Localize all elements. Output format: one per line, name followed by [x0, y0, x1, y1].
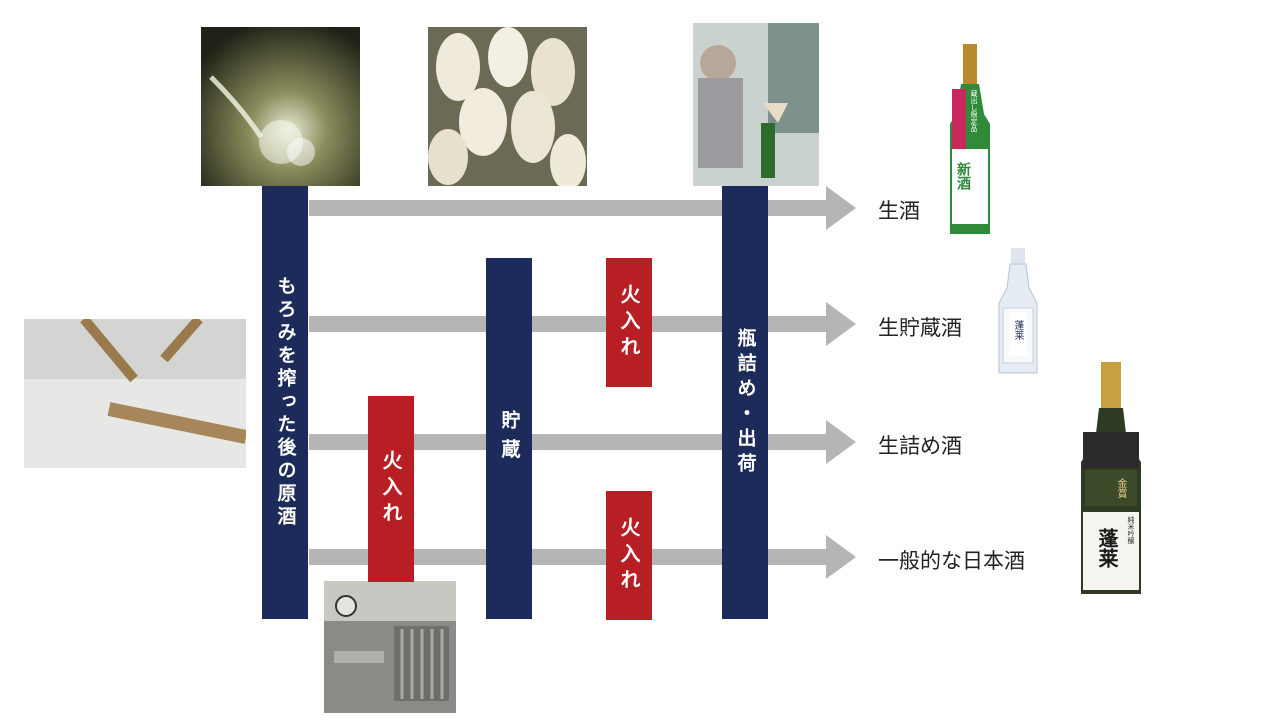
grade-label: 純米吟醸	[1127, 516, 1135, 544]
bottle-horai: 金賞 純米吟醸 蓬莱	[1075, 362, 1147, 598]
shinshu-label: 新酒	[955, 162, 971, 190]
stage-source-label: もろみを搾った後の原酒	[274, 276, 297, 529]
stage-source-bar: もろみを搾った後の原酒	[262, 186, 308, 619]
pasteurize-label-1: 火入れ	[379, 450, 403, 528]
bottle-namachozo: 蓬莱	[995, 248, 1043, 376]
stage-bottling-label: 瓶詰め・出荷	[734, 327, 757, 478]
bottling-photo	[693, 23, 819, 186]
output-namachozo: 生貯蔵酒	[878, 316, 962, 340]
horai-label: 蓬莱	[1095, 528, 1119, 568]
koji-bags-photo	[428, 27, 587, 186]
award-label: 金賞	[1115, 478, 1126, 498]
stage-storage-label: 貯蔵	[498, 409, 521, 468]
heat-exchanger-photo	[324, 581, 456, 713]
pressing-photo	[201, 27, 360, 186]
output-namazume: 生詰め酒	[878, 434, 962, 458]
namachozo-bottle-label: 蓬莱	[1012, 320, 1023, 340]
output-regular: 一般的な日本酒	[878, 549, 1025, 573]
bottle-shinshu: 新酒 蔵出し限定品	[944, 44, 996, 238]
limited-label: 蔵出し限定品	[970, 90, 978, 132]
pasteurize-label-2: 火入れ	[617, 283, 641, 362]
pasteurize-box-3: 火入れ	[606, 491, 652, 620]
output-nama: 生酒	[878, 199, 920, 223]
pasteurize-box-2: 火入れ	[606, 258, 652, 387]
stage-storage-bar: 貯蔵	[486, 258, 532, 619]
stage-bottling-bar: 瓶詰め・出荷	[722, 186, 768, 619]
rice-photo	[24, 319, 246, 468]
pasteurize-box-1: 火入れ	[368, 396, 414, 582]
pasteurize-label-3: 火入れ	[617, 516, 641, 595]
